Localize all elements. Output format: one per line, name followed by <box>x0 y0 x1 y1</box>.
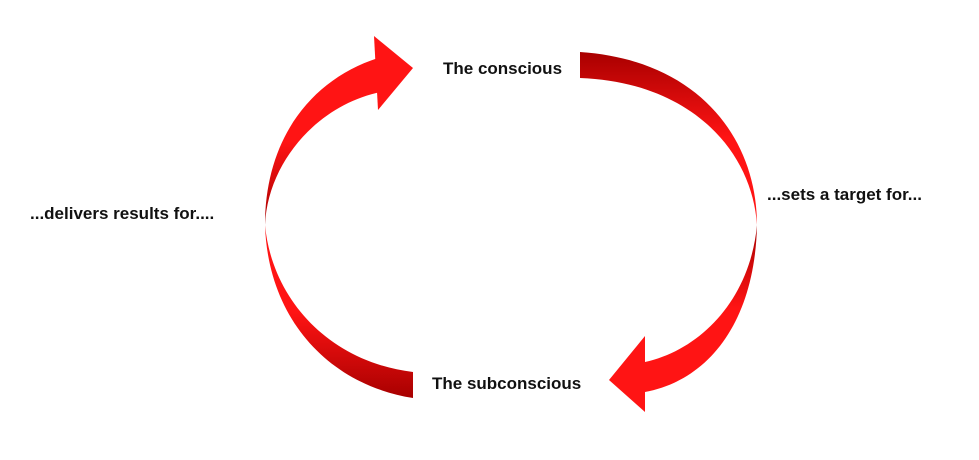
node-conscious: The conscious <box>443 59 563 78</box>
right-arrow-lower-body <box>645 225 757 392</box>
left-arrow-upper-body <box>265 58 381 225</box>
left-arrow-lower-body <box>265 225 413 398</box>
right-arrow-down <box>580 52 757 412</box>
node-subconscious: The subconscious <box>432 374 582 393</box>
edge-label-sets-target: ...sets a target for... <box>767 185 922 204</box>
edge-label-delivers-results: ...delivers results for.... <box>30 204 215 223</box>
right-arrow-upper-body <box>580 52 757 225</box>
left-arrow-up <box>265 36 413 398</box>
left-arrow-head <box>374 36 413 110</box>
right-arrow-head <box>609 336 645 412</box>
